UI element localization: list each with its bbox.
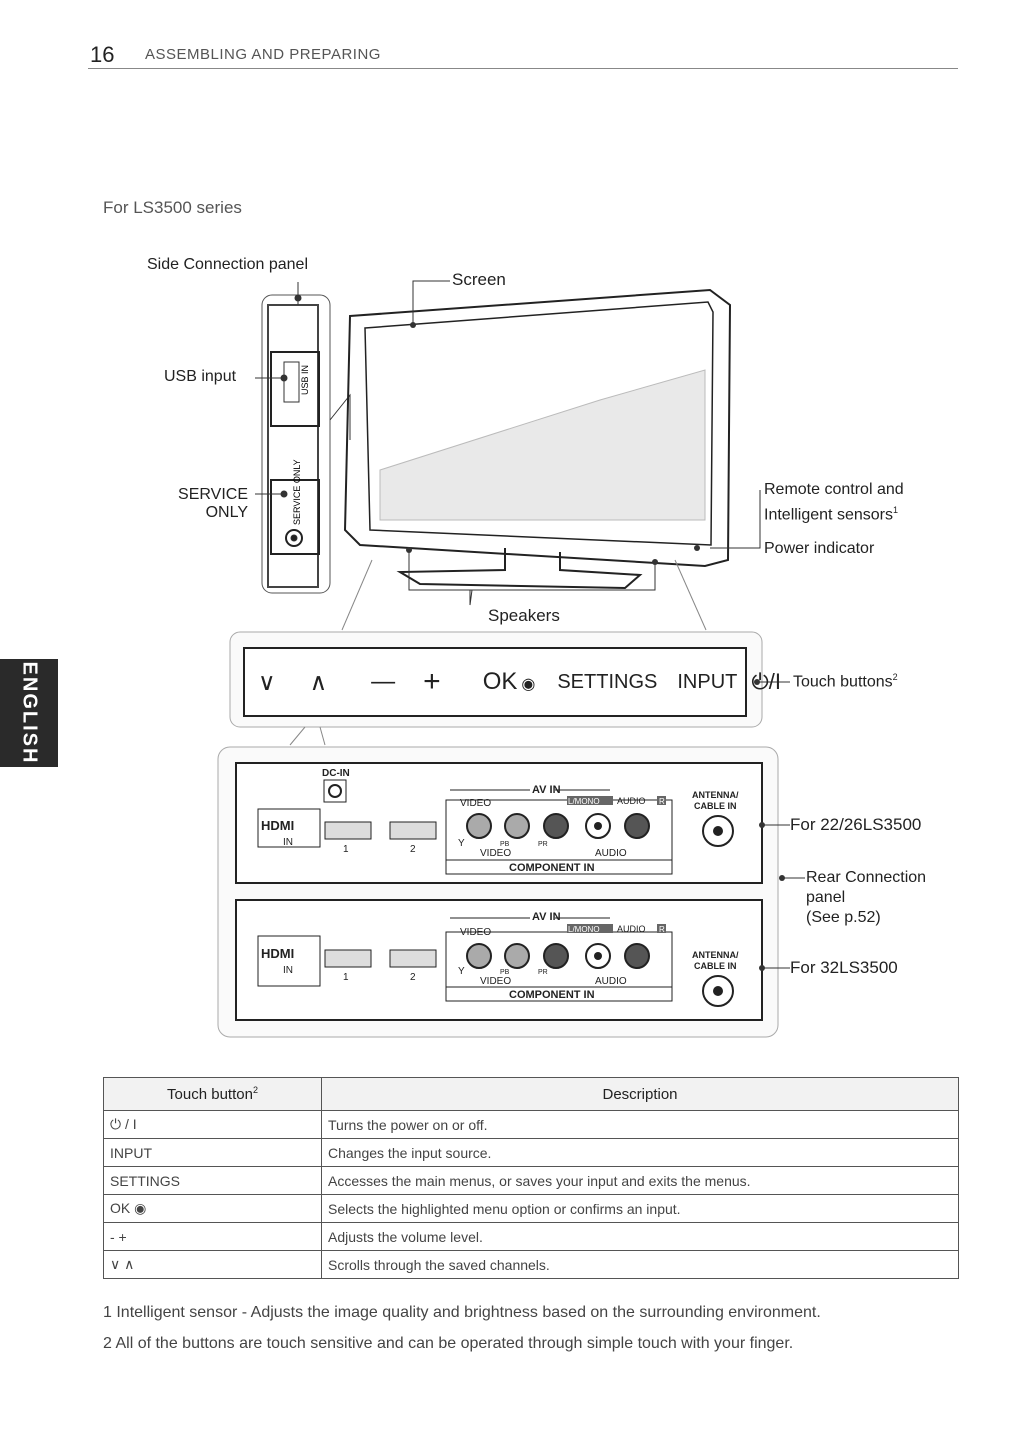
hdmi-in-label: IN [283,965,293,976]
table-cell: ∨ ∧ [103,1250,322,1279]
dc-in-label: DC-IN [322,768,350,779]
ok-button[interactable]: OK◉ [482,668,536,695]
audio-sub-label: AUDIO [595,848,627,859]
antenna-label-1: ANTENNA/ [692,790,739,800]
volume-down-button[interactable]: — [371,668,396,695]
table-cell: Scrolls through the saved channels. [321,1250,959,1279]
table-cell: Accesses the main menus, or saves your i… [321,1166,959,1195]
antenna-label-2: CABLE IN [694,961,737,971]
touch-strip-labels: ∨ ∧ — + OK◉ SETTINGS INPUT ⏻/I [244,648,781,716]
footnote-2: 2 All of the buttons are touch sensitive… [103,1335,794,1352]
header-rule [88,68,958,69]
speakers-callout: Speakers [488,606,560,625]
input-button[interactable]: INPUT [677,670,738,693]
channel-down-button[interactable]: ∨ [258,668,276,696]
series-label: For LS3500 series [103,198,242,217]
ok-dot-icon: ◉ [521,676,536,693]
table-row: OK ◉Selects the highlighted menu option … [103,1194,959,1223]
usb-in-label: USB IN [300,365,310,395]
pb-label: PB [500,969,510,976]
hdmi-port-2: 2 [410,844,416,855]
video-label: VIDEO [460,927,491,938]
section-title: ASSEMBLING AND PREPARING [145,46,381,63]
audio-sub-label: AUDIO [595,976,627,987]
r-label: R [659,797,665,806]
screen-glare [379,369,706,521]
hdmi-port-1: 1 [343,972,349,983]
av-in-label: AV IN [532,911,561,923]
table-header-description: Description [321,1077,959,1111]
service-only-label: SERVICE ONLY [292,459,302,525]
rear-panel-22-26 [235,762,790,884]
video-sub-label: VIDEO [480,848,511,859]
table-cell: Changes the input source. [321,1138,959,1167]
antenna-label-1: ANTENNA/ [692,950,739,960]
volume-up-button[interactable]: + [423,665,441,698]
tv-diagram: USB IN SERVICE ONLY [217,280,805,1038]
side-panel-callout: Side Connection panel [147,256,309,273]
rear-panel-32 [235,899,790,1021]
power-button[interactable]: ⏻/I [751,669,781,694]
channel-up-button[interactable]: ∧ [309,668,328,696]
hdmi-label: HDMI [261,818,294,833]
table-row: - +Adjusts the volume level. [103,1222,959,1251]
table-cell: ⏻ / I [103,1110,322,1139]
usb-input-callout: USB input [164,368,237,385]
touch-strip [243,647,747,717]
table-cell: Turns the power on or off. [321,1110,959,1139]
screen-callout: Screen [452,270,506,289]
table-header-row: Touch button2 Description [103,1077,959,1111]
pr-label: PR [538,969,548,976]
settings-button[interactable]: SETTINGS [557,670,658,693]
y-label: Y [458,966,465,977]
table-cell: Selects the highlighted menu option or c… [321,1194,959,1223]
y-label: Y [458,838,465,849]
audio-label: AUDIO [617,924,646,934]
lmono-label: L/MONO [568,925,600,934]
video-label: VIDEO [460,798,491,809]
hdmi-label: HDMI [261,946,294,961]
hdmi-port-2: 2 [410,972,416,983]
av-in-label: AV IN [532,784,561,796]
table-row: ∨ ∧Scrolls through the saved channels. [103,1250,959,1279]
hdmi-in-label: IN [283,837,293,848]
side-connection-panel [255,282,351,594]
antenna-label-2: CABLE IN [694,801,737,811]
table-cell: OK ◉ [103,1194,322,1223]
table-header-button: Touch button2 [103,1077,322,1111]
pb-label: PB [500,841,510,848]
for-22-26-callout: For 22/26LS3500 [790,815,922,834]
lmono-label: L/MONO [568,797,600,806]
component-in-label: COMPONENT IN [509,862,595,874]
touch-buttons-callout: Touch buttons2 [793,672,898,691]
table-cell: - + [103,1222,322,1251]
footnote-1: 1 Intelligent sensor - Adjusts the image… [103,1304,821,1321]
table-cell: INPUT [103,1138,322,1167]
table-cell: Adjusts the volume level. [321,1222,959,1251]
video-sub-label: VIDEO [480,976,511,987]
power-indicator-callout: Power indicator [764,540,875,557]
table-cell: SETTINGS [103,1166,322,1195]
r-label: R [659,925,665,934]
page-number: 16 [90,42,115,67]
tv-body [343,288,732,590]
for-32-callout: For 32LS3500 [790,958,898,977]
component-in-label: COMPONENT IN [509,989,595,1001]
hdmi-port-1: 1 [343,844,349,855]
pr-label: PR [538,841,548,848]
audio-label: AUDIO [617,796,646,806]
language-tab: ENGLISH [0,659,58,767]
